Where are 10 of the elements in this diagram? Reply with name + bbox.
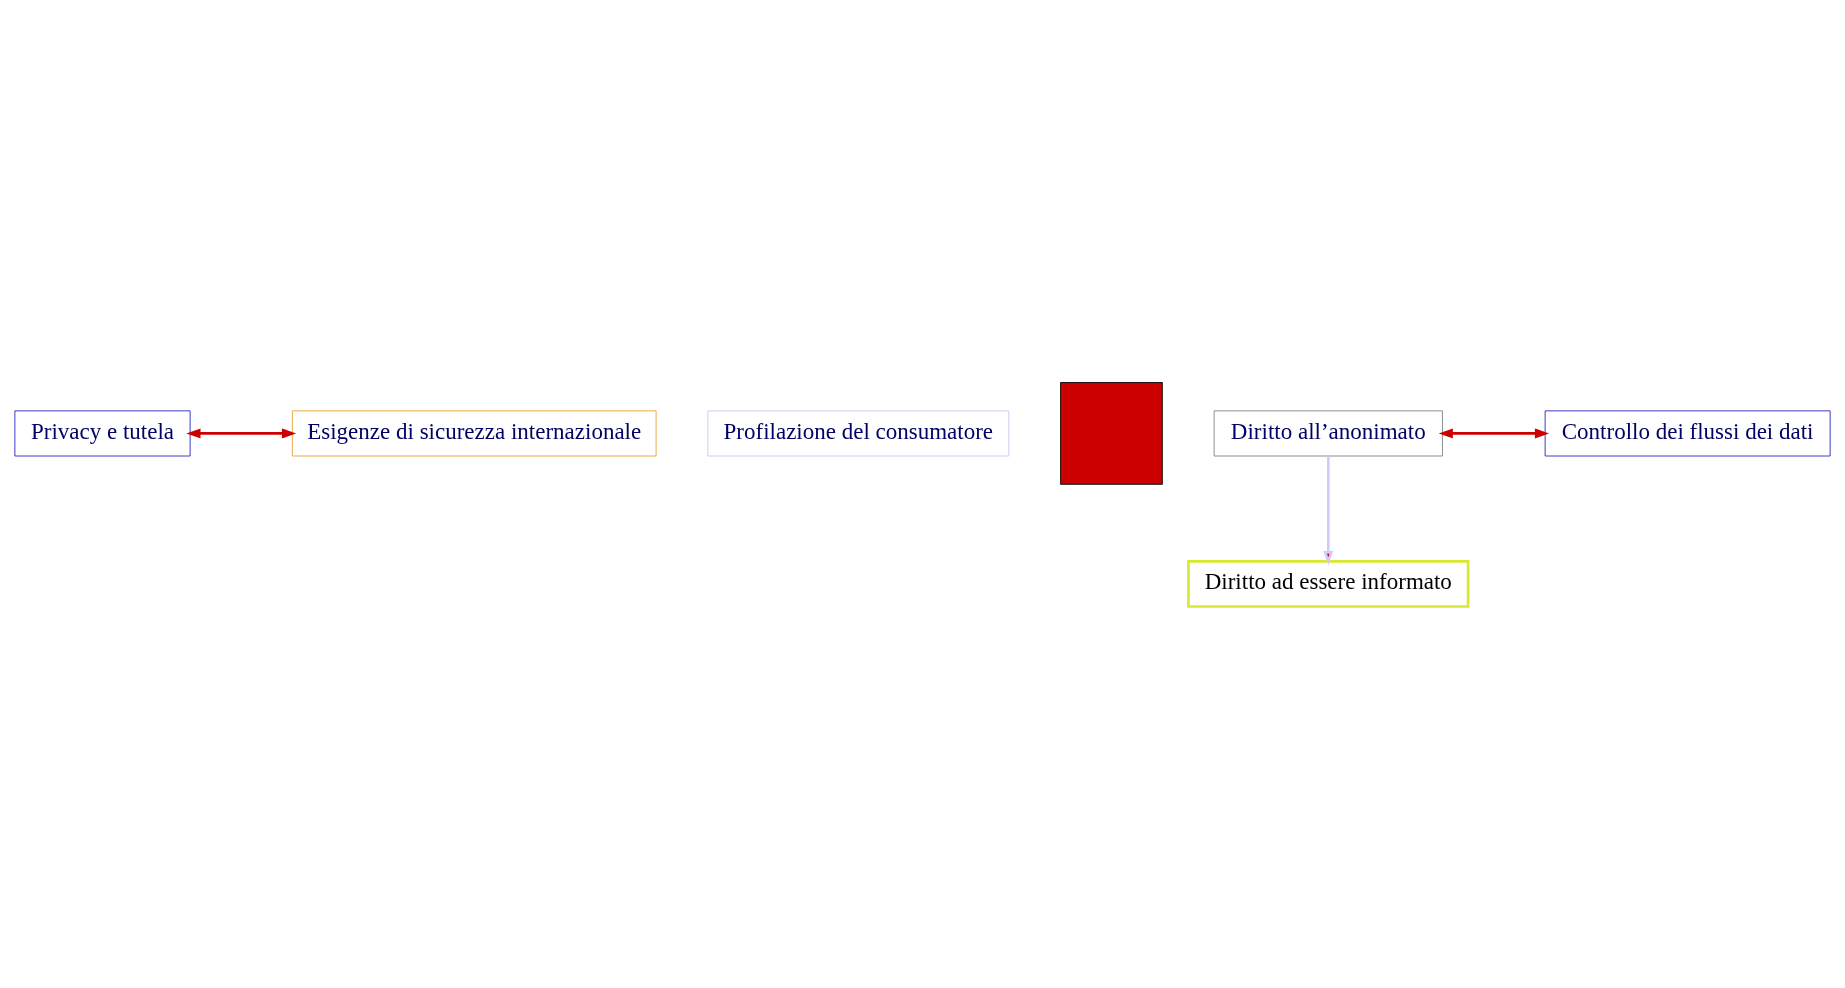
arrow bbox=[186, 427, 297, 438]
node-cross bbox=[1060, 381, 1163, 485]
arrow bbox=[1323, 455, 1334, 565]
node-box: Privacy e tutela bbox=[14, 409, 191, 456]
node-box: Diritto ad essere informato bbox=[1187, 559, 1470, 608]
node-box: Esigenze di sicurezza internazionale bbox=[291, 409, 657, 456]
node-box: Controllo dei flussi dei dati bbox=[1544, 409, 1831, 456]
arrow bbox=[1438, 427, 1550, 438]
node-box: Diritto all’anonimato bbox=[1213, 409, 1443, 456]
node-box: Profilazione del consumatore bbox=[707, 409, 1010, 456]
